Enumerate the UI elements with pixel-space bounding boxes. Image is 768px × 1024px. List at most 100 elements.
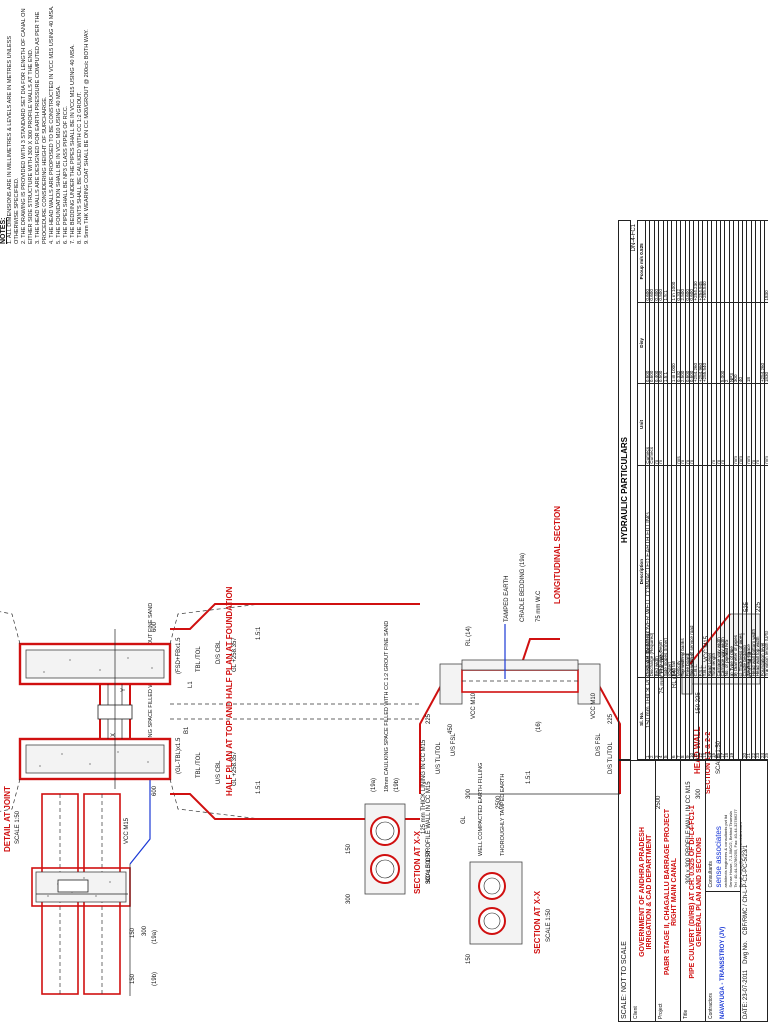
lining-label: 125 mm THICK LINING IN CC M15 bbox=[421, 739, 427, 834]
date-label: DATE: 23-07-2011 bbox=[743, 969, 749, 1019]
us-stl: U/S TL/TOL bbox=[436, 742, 442, 774]
hydraulic-header-cell: Unit bbox=[637, 383, 646, 466]
ls-225: 225 bbox=[426, 713, 432, 724]
us-fsl: U/S FSL bbox=[451, 733, 457, 756]
ls-slope: 1.5:1 bbox=[526, 770, 532, 784]
headwall-title: HEAD WALL bbox=[693, 726, 702, 774]
title-1: PIPE CULVERT (DI/RB) AT CH: 0.525 OF DI-… bbox=[689, 805, 696, 979]
dim-19b: (19b) bbox=[152, 972, 158, 986]
half-plan-title: HALF PLAN AT TOP AND HALF PLAN AT FOUNDA… bbox=[225, 586, 234, 796]
consultants-name: sense associates bbox=[714, 826, 723, 888]
head-wall-section: 150 mm THICK PCC SLAB IN M10 OVER WELL C… bbox=[646, 512, 762, 794]
dim-150: 150 bbox=[130, 927, 136, 938]
hw-225: 225 bbox=[756, 601, 762, 612]
section-xx-scale-1: SCALE 1:50 bbox=[426, 850, 432, 884]
ds-fsl: D/S FSL bbox=[596, 733, 602, 756]
ls-2500-b: 2500 bbox=[656, 795, 662, 809]
project-1: PABR STAGE II, CHAGALLU BARRAGE PROJECT bbox=[664, 808, 671, 976]
dim-600: 600 bbox=[152, 785, 158, 796]
notes-item: 6. THE PIPES SHALL BE NP3 CLASS PIPES OF… bbox=[63, 105, 69, 244]
sx1-fill: 18mm CAULKING SPACE FILLED WITH CC 1:2 G… bbox=[384, 621, 390, 792]
longitudinal-title: LONGITUDINAL SECTION bbox=[553, 506, 562, 604]
client-1: GOVERNMENT OF ANDHRA PRADESH bbox=[639, 827, 646, 957]
dwg-no-label: Dwg No. bbox=[743, 940, 749, 964]
section-xx-1: 300 150 (19a) (19b) 18mm CAULKING SPACE … bbox=[346, 621, 432, 904]
section-xx-2: 150 WELL COMPACTED EARTH FILLING THOROUG… bbox=[466, 763, 552, 964]
hydraulic-cell: 25 bbox=[764, 677, 768, 760]
gl-label: GL bbox=[461, 815, 467, 824]
slope-b: 1.5:1 bbox=[256, 626, 262, 640]
title-block: SCALE: NOT TO SCALE Client GOVERNMENT OF… bbox=[618, 760, 768, 1022]
hydraulic-header-cell: Description bbox=[637, 465, 646, 678]
dwg-no: CBF/RMC / Ch-L-P-C1-PC-5/23/1 bbox=[743, 844, 749, 935]
hw-vcc-m15: VCC M15 bbox=[704, 635, 710, 662]
headwall-subtitle: SECTION 1-1 & 2-2 bbox=[705, 732, 712, 794]
contractors-label: Contractors bbox=[708, 993, 714, 1019]
fsd-label: (FSD+FBx1.5 bbox=[176, 637, 182, 674]
tamped-earth: TAMPED EARTH bbox=[504, 576, 510, 622]
notes-item: 8. THE JOINTS SHALL BE CAULKED WITH CC 1… bbox=[77, 91, 83, 244]
rl-label: RL (14) bbox=[466, 626, 472, 646]
sx1-19b: (19b) bbox=[394, 778, 400, 792]
detail-title: DETAIL AT JOINT bbox=[3, 786, 12, 852]
joint-fill-note: 18mm CAULKING SPACE FILLED WITH CC 1:2 G… bbox=[148, 603, 154, 774]
gl-tbl-label: (GL-TBL)x1.5 bbox=[176, 737, 182, 774]
slope-a: 1.5:1 bbox=[256, 780, 262, 794]
title-2: GENERAL PLAN AND SECTIONS bbox=[696, 837, 703, 947]
hydraulic-cell: Transition length (U/S) bbox=[764, 465, 768, 678]
ls-450: 450 bbox=[448, 723, 454, 734]
profile-wall-top: 300 x 300 PROFILE WALL IN CC M15 bbox=[426, 781, 432, 884]
sx1-dim-300: 300 bbox=[346, 893, 352, 904]
ls-16: (16) bbox=[536, 721, 542, 732]
b1-label: B1 bbox=[184, 726, 190, 734]
section-xx-scale-2: SCALE 1:50 bbox=[546, 908, 552, 942]
hw-slab-note: 150 mm THICK PCC SLAB IN M10 OVER WELL C… bbox=[646, 512, 652, 728]
project-2: RIGHT MAIN CANAL bbox=[671, 857, 678, 927]
cradle-bedding: CRADLE BEDDING (19a) bbox=[520, 553, 526, 622]
notes-item: 7. THE BEDDING UNDER THE PIPES SHALL BE … bbox=[70, 44, 76, 244]
client-2: IRRIGATION & CAD DEPARTMENT bbox=[646, 834, 653, 950]
gl-bottom: GL +258.357 bbox=[232, 637, 238, 672]
hw-rl: RL (14) bbox=[672, 668, 678, 688]
hw-varies: Varies bbox=[724, 639, 730, 656]
vcc-m10-b: VCC M10 bbox=[591, 692, 597, 719]
sx2-dim-150: 150 bbox=[466, 953, 472, 964]
vcc-m10-a: VCC M10 bbox=[471, 692, 477, 719]
dim-19a: (19a) bbox=[152, 930, 158, 944]
dim-300: 300 bbox=[142, 925, 148, 936]
scale-label: SCALE: NOT TO SCALE bbox=[619, 761, 631, 1021]
dim-600-b: 600 bbox=[152, 621, 158, 632]
headwall-scale: SCALE 1:50 bbox=[716, 740, 722, 774]
notes-item: 2. THE DRAWING IS PROVIDED WITH 3 STANDA… bbox=[21, 8, 34, 245]
y-marker: Y bbox=[121, 688, 127, 692]
dim-150-b: 150 bbox=[130, 973, 136, 984]
ls-2500: 2500 bbox=[496, 795, 502, 809]
notes-item: 3. THE HEAD WALLS ARE DESIGNED FOR EARTH… bbox=[35, 11, 48, 244]
section-xx-title-1: SECTION AT X-X bbox=[413, 830, 422, 894]
hydraulic-header-cell: Pcoup m/s 0.525 bbox=[637, 220, 646, 303]
hydraulic-cell: mm bbox=[764, 383, 768, 466]
hydraulic-header-cell: Sl. No. bbox=[637, 677, 646, 760]
tbl-tol-bottom: TBL /TOL bbox=[196, 646, 202, 672]
ls-300-b: 300 bbox=[696, 788, 702, 799]
hw-525: 525 bbox=[744, 601, 750, 612]
hydraulic-cell: 1830 bbox=[764, 220, 768, 303]
wc-75: 75 mm W.C bbox=[536, 590, 542, 622]
tbl-tol-top: TBL /TOL bbox=[196, 752, 202, 778]
l1-label: L1 bbox=[188, 681, 194, 688]
vcc-m15-label: VCC M15 bbox=[124, 817, 130, 844]
us-cbl: U/S CBL bbox=[216, 760, 222, 784]
ls-225-b: 225 bbox=[608, 713, 614, 724]
ds-stl: D/S TL/TOL bbox=[608, 742, 614, 774]
profile-wall-bottom: 300 x 300 PROFILE WALL IN CC M15 bbox=[686, 781, 692, 884]
half-plan: X Y (GL-TBL)x1.5 (FSD+FBx1.5 TBL /TOL TB… bbox=[0, 586, 420, 820]
gl-top: GL +258.357 bbox=[232, 751, 238, 786]
sx1-19a: (19a) bbox=[371, 778, 377, 792]
hydraulic-title: HYDRAULIC PARTICULARS bbox=[618, 220, 631, 760]
notes-item: 5. THE FOUNDATION SHALL BE IN VCC M10 US… bbox=[56, 85, 62, 244]
hydraulic-particulars: HYDRAULIC PARTICULARS DN-4-FC1 Sl. No.De… bbox=[618, 220, 768, 760]
